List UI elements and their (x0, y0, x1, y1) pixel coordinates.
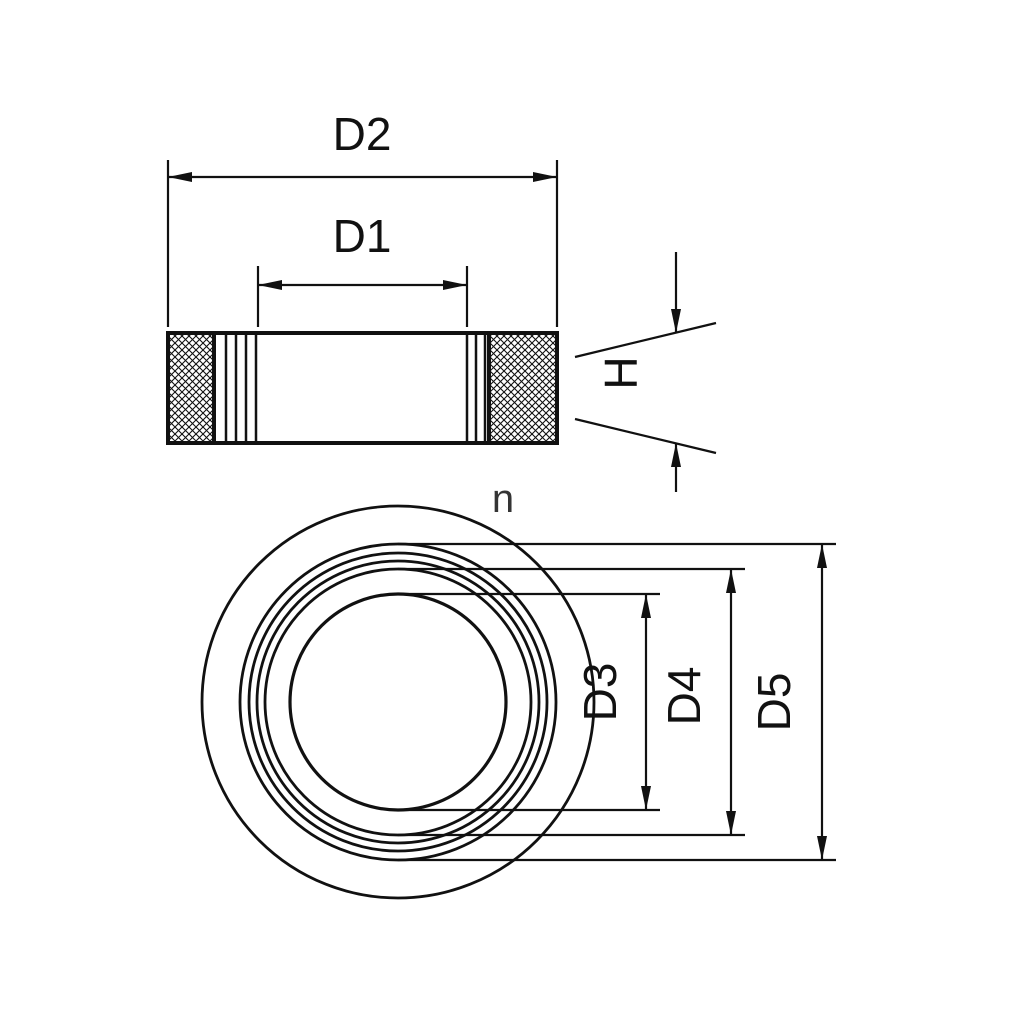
dimension-h: H (574, 252, 717, 492)
watermark-letter: n (492, 477, 514, 521)
left-knurl-section (166, 331, 216, 445)
arrowhead-left (258, 280, 282, 290)
label-d4: D4 (658, 667, 710, 726)
oblique-extension-line-bottom (574, 417, 717, 455)
dimension-d1: D1 (256, 210, 469, 327)
arrowhead-left (168, 172, 192, 182)
arrowhead-down (726, 811, 736, 835)
side-view (166, 331, 559, 445)
arrowhead-right (533, 172, 557, 182)
right-knurl-section (487, 331, 559, 445)
bore-circle (288, 592, 508, 812)
arrowhead-down (671, 309, 681, 333)
arrowhead-up (726, 569, 736, 593)
plan-view (200, 504, 596, 900)
flange-circle (238, 542, 558, 862)
arrowhead-up (641, 594, 651, 618)
outer-grip-circle (200, 504, 596, 900)
thread-circle-1 (247, 551, 549, 853)
dimension-d3: D3 (398, 592, 660, 812)
label-d1: D1 (333, 210, 392, 262)
oblique-extension-line-top (574, 321, 717, 359)
left-knurl-lines (224, 333, 258, 443)
label-d3: D3 (574, 663, 626, 722)
arrowhead-up (671, 443, 681, 467)
label-d5: D5 (748, 673, 800, 732)
right-knurl-lines (465, 333, 487, 443)
arrowhead-right (443, 280, 467, 290)
thread-circle-2 (255, 559, 541, 845)
thread-circle-3 (263, 567, 533, 837)
label-h: H (595, 356, 647, 389)
arrowhead-down (641, 786, 651, 810)
dimension-d4: D4 (398, 567, 745, 837)
arrowhead-up (817, 544, 827, 568)
dimension-d5: D5 (398, 542, 836, 862)
arrowhead-down (817, 836, 827, 860)
label-d2: D2 (333, 108, 392, 160)
dimension-d2: D2 (166, 108, 559, 327)
